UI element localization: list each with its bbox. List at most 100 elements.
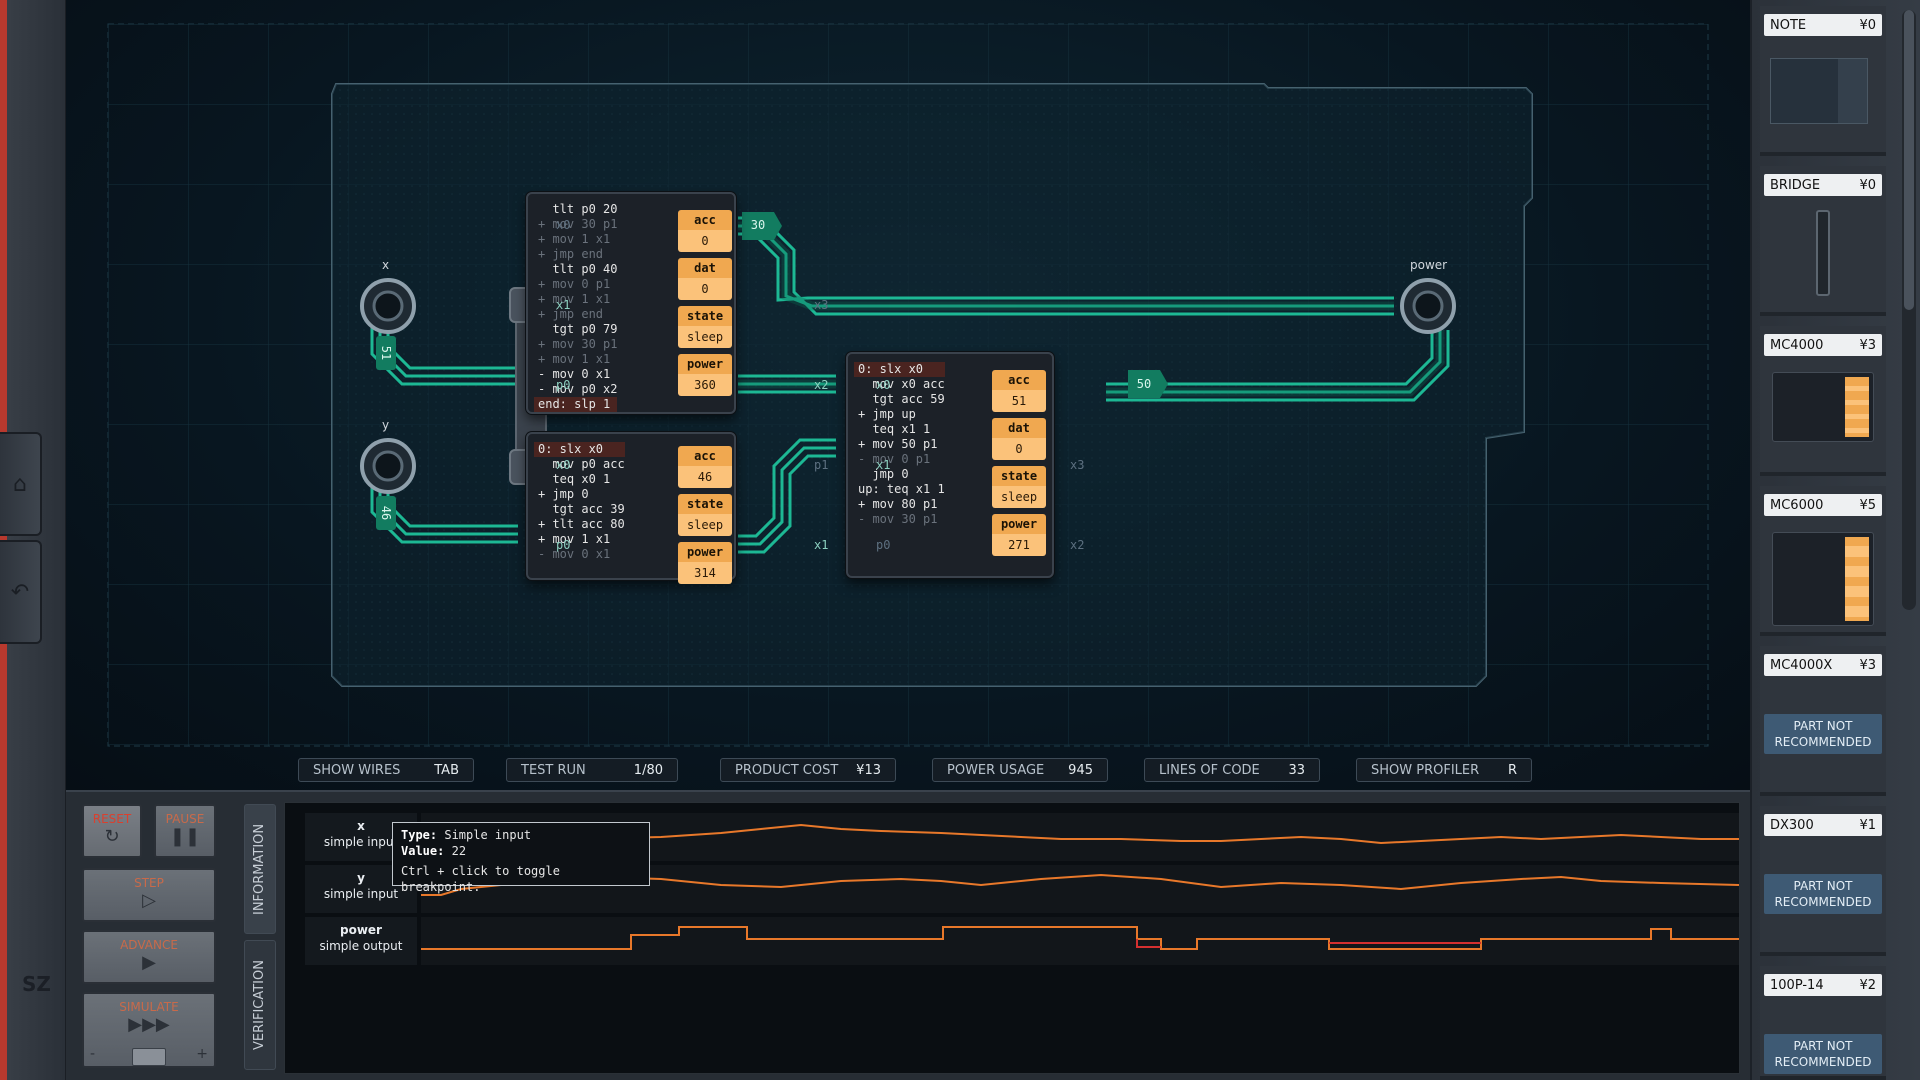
step-button[interactable]: STEP ▷ xyxy=(82,868,216,922)
wire-value-power: 50 xyxy=(1136,377,1152,391)
home-button[interactable]: ⌂ xyxy=(0,432,42,536)
undo-button[interactable]: ↶ xyxy=(0,540,42,644)
show-wires-label: SHOW WIRES xyxy=(313,762,401,778)
code-line[interactable]: + tlt acc 80 xyxy=(538,517,625,531)
parts-panel: NOTE¥0 BRIDGE¥0 MC4000¥3 MC6000¥5 MC4000… xyxy=(1750,0,1920,1080)
signal-y-type: simple input xyxy=(323,887,399,901)
speed-slider[interactable]: - + xyxy=(86,1046,212,1066)
code-line[interactable]: - mov 0 x1 xyxy=(538,547,611,561)
chip-b-pin-x1: x1 xyxy=(814,538,829,552)
part-note[interactable]: NOTE¥0 xyxy=(1760,6,1886,156)
left-rail: ⌂ ↶ SZ xyxy=(0,0,66,1080)
part-100p-14[interactable]: 100P-14¥2 PART NOT RECOMMENDED xyxy=(1760,966,1886,1080)
chip-a-code[interactable]: tlt p0 20+ mov 30 p1+ mov 1 x1+ jmp end … xyxy=(534,202,618,412)
code-line[interactable]: + mov 1 x1 xyxy=(538,532,611,546)
code-line[interactable]: mov x0 acc xyxy=(858,377,945,391)
code-line[interactable]: teq x1 1 xyxy=(858,422,931,436)
register-power-value: 314 xyxy=(678,562,732,584)
show-profiler-button[interactable]: SHOW PROFILER R xyxy=(1356,758,1532,782)
register-state-label: state xyxy=(678,494,732,514)
pause-label: PAUSE xyxy=(165,812,205,826)
simulate-icon: ▶▶▶ xyxy=(128,1014,170,1035)
register-power-value: 271 xyxy=(992,534,1046,556)
code-line[interactable]: tgt acc 39 xyxy=(538,502,625,516)
code-line[interactable]: + mov 30 p1 xyxy=(538,217,618,231)
register-acc-label: acc xyxy=(678,210,732,230)
code-line[interactable]: + mov 80 p1 xyxy=(858,497,938,511)
advance-label: ADVANCE xyxy=(120,938,178,952)
step-label: STEP xyxy=(134,876,164,890)
chip-b-code[interactable]: 0: slx x0 mov p0 acc teq x0 1+ jmp 0 tgt… xyxy=(534,442,625,562)
code-line[interactable]: tgt p0 79 xyxy=(538,322,618,336)
code-line[interactable]: mov p0 acc xyxy=(538,457,625,471)
register-dat-label: dat xyxy=(678,258,732,278)
tab-verification[interactable]: VERIFICATION xyxy=(244,940,276,1070)
parts-scrollbar-thumb[interactable] xyxy=(1904,10,1914,310)
signal-x-line xyxy=(421,823,1739,845)
part-mc4000-name: MC4000 xyxy=(1770,337,1824,353)
part-dx300-cost: ¥1 xyxy=(1859,817,1876,833)
register-acc-value: 46 xyxy=(678,466,732,488)
stats-bar: SHOW WIRES TAB TEST RUN 1/80 PRODUCT COS… xyxy=(66,752,1750,786)
code-line[interactable]: - mov 30 p1 xyxy=(858,512,938,526)
code-line[interactable]: tgt acc 59 xyxy=(858,392,945,406)
code-line[interactable]: 0: slx x0 xyxy=(534,442,625,457)
show-wires-button[interactable]: SHOW WIRES TAB xyxy=(298,758,474,782)
code-line[interactable]: - mov 0 p1 xyxy=(858,452,931,466)
circuit-board-area[interactable]: x y power 51 46 30 50 tlt p0 20+ mov 30 … xyxy=(66,0,1750,790)
code-line[interactable]: tlt p0 20 xyxy=(538,202,618,216)
code-line[interactable]: + mov 50 p1 xyxy=(858,437,938,451)
product-cost-stat: PRODUCT COST ¥13 xyxy=(720,758,896,782)
code-line[interactable]: + mov 1 x1 xyxy=(538,232,611,246)
part-dx300[interactable]: DX300¥1 PART NOT RECOMMENDED xyxy=(1760,806,1886,956)
code-line[interactable]: + mov 1 x1 xyxy=(538,292,611,306)
code-line[interactable]: + jmp up xyxy=(858,407,916,421)
part-mc6000[interactable]: MC6000¥5 xyxy=(1760,486,1886,636)
code-line[interactable]: jmp 0 xyxy=(858,467,909,481)
code-line[interactable]: + mov 1 x1 xyxy=(538,352,611,366)
reset-button[interactable]: RESET ↻ xyxy=(82,804,142,858)
mc6000-chip-c[interactable]: 0: slx x0 mov x0 acc tgt acc 59+ jmp up … xyxy=(846,352,1054,578)
code-line[interactable]: 0: slx x0 xyxy=(854,362,945,377)
signal-x-type: simple input xyxy=(323,835,399,849)
signal-power-name: power xyxy=(340,923,382,937)
code-line[interactable]: + jmp 0 xyxy=(538,487,589,501)
code-line[interactable]: + mov 30 p1 xyxy=(538,337,618,351)
code-line[interactable]: teq x0 1 xyxy=(538,472,611,486)
chip-c-pin-p0: p0 xyxy=(876,538,891,552)
chip-c-pin-x1: x1 xyxy=(876,458,891,472)
speed-slider-thumb[interactable] xyxy=(132,1048,166,1066)
code-line[interactable]: - mov p0 x2 xyxy=(538,382,618,396)
part-bridge[interactable]: BRIDGE¥0 xyxy=(1760,166,1886,316)
pause-button[interactable]: PAUSE ❚❚ xyxy=(154,804,216,858)
signal-power-label[interactable]: power simple output xyxy=(305,917,417,965)
register-acc-value: 51 xyxy=(992,390,1046,412)
code-line[interactable]: + jmp end xyxy=(538,307,604,321)
code-line[interactable]: end: slp 1 xyxy=(534,397,618,412)
code-line[interactable]: tlt p0 40 xyxy=(538,262,618,276)
test-run-label: TEST RUN xyxy=(521,762,586,778)
io-ring-y xyxy=(360,438,416,494)
show-profiler-key: R xyxy=(1507,762,1517,778)
code-line[interactable]: + mov 0 p1 xyxy=(538,277,611,291)
lines-of-code-stat: LINES OF CODE 33 xyxy=(1144,758,1320,782)
code-line[interactable]: - mov 0 x1 xyxy=(538,367,611,381)
speed-plus[interactable]: + xyxy=(196,1046,208,1062)
mc4000-chip-b[interactable]: 0: slx x0 mov p0 acc teq x0 1+ jmp 0 tgt… xyxy=(526,432,736,584)
mc6000-chip-a[interactable]: tlt p0 20+ mov 30 p1+ mov 1 x1+ jmp end … xyxy=(526,192,736,414)
chip-b-pin-p0: p0 xyxy=(556,538,571,552)
part-note-cost: ¥0 xyxy=(1859,17,1876,33)
speed-minus[interactable]: - xyxy=(90,1046,96,1062)
code-line[interactable]: up: teq x1 1 xyxy=(858,482,945,496)
code-line[interactable]: + jmp end xyxy=(538,247,604,261)
register-dat-label: dat xyxy=(992,418,1046,438)
advance-button[interactable]: ADVANCE ▶ xyxy=(82,930,216,984)
register-state-value: sleep xyxy=(678,514,732,536)
home-icon: ⌂ xyxy=(13,471,27,497)
parts-scrollbar[interactable] xyxy=(1902,10,1916,610)
part-mc4000x[interactable]: MC4000X¥3 PART NOT RECOMMENDED xyxy=(1760,646,1886,796)
tooltip-hint: Ctrl + click to toggle breakpoint. xyxy=(401,864,560,894)
part-mc4000[interactable]: MC4000¥3 xyxy=(1760,326,1886,476)
tab-information[interactable]: INFORMATION xyxy=(244,804,276,934)
chip-c-code[interactable]: 0: slx x0 mov x0 acc tgt acc 59+ jmp up … xyxy=(854,362,945,527)
